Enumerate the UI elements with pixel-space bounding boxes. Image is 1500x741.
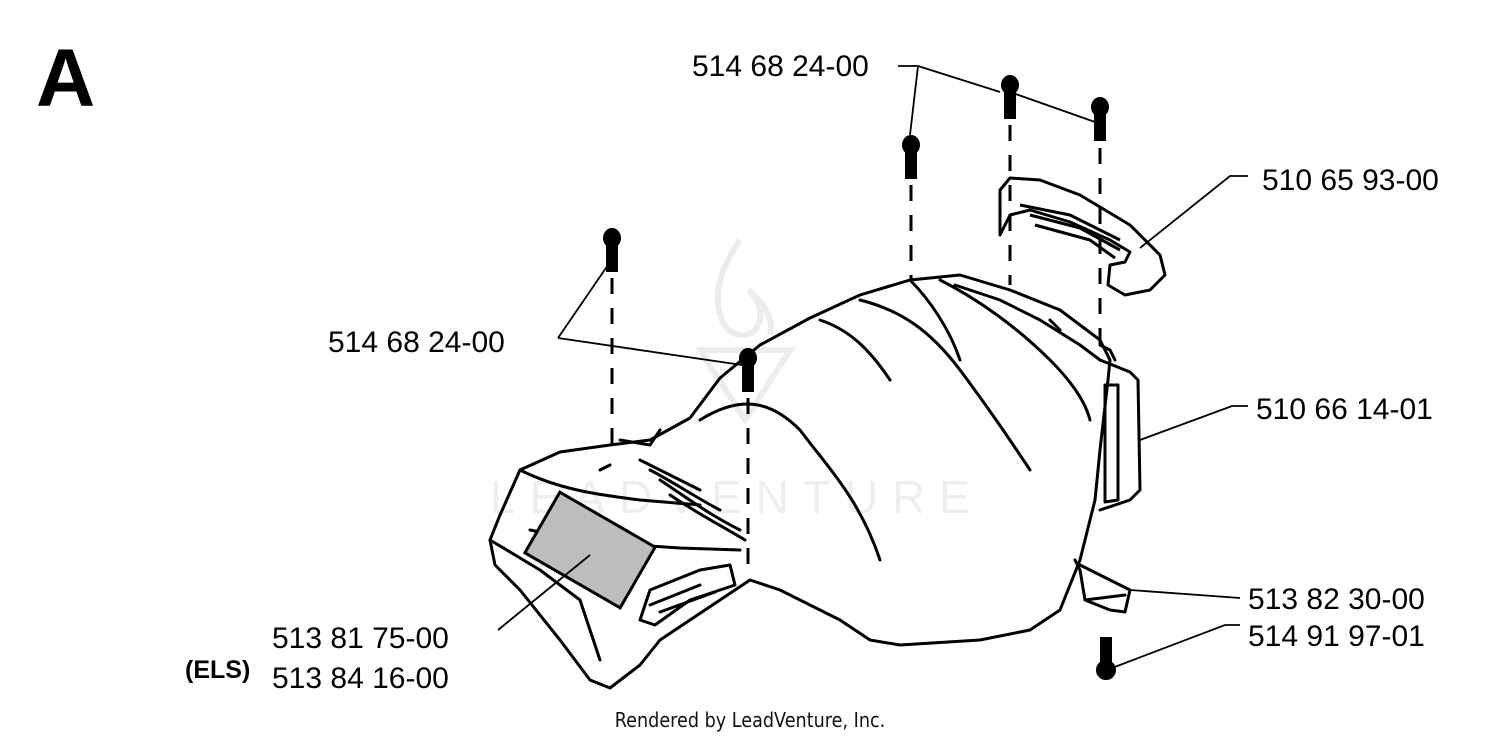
part-label-decal: 513 81 75-00	[272, 622, 449, 655]
part-label-rear-pad: 513 82 30-00	[1248, 583, 1425, 616]
watermark-flame-icon	[694, 238, 796, 426]
section-letter: A	[36, 33, 96, 124]
screw-icon	[603, 228, 621, 272]
leader-lines	[497, 65, 1248, 669]
screw-icon	[1096, 637, 1116, 680]
screw-icon	[739, 348, 757, 392]
screw-icon	[1091, 97, 1109, 141]
part-label-bottom-screw: 514 91 97-01	[1248, 620, 1425, 653]
assembly-dash-lines	[610, 125, 1102, 575]
part-label-side-bracket: 510 66 14-01	[1256, 393, 1433, 426]
decal-panel	[522, 490, 658, 610]
screw-icon	[902, 135, 920, 179]
els-prefix-label: (ELS)	[185, 656, 251, 684]
handle-grip-part	[998, 176, 1167, 297]
footer-credit: Rendered by LeadVenture, Inc.	[614, 708, 886, 732]
part-label-screw-left: 514 68 24-00	[328, 326, 505, 359]
screw-icons	[603, 75, 1116, 680]
engine-shroud	[488, 273, 1142, 690]
screw-icon	[1001, 75, 1019, 119]
part-label-handle-grip: 510 65 93-00	[1262, 164, 1439, 197]
part-label-screw-top: 514 68 24-00	[692, 50, 869, 83]
part-label-decal-els: 513 84 16-00	[272, 662, 449, 695]
